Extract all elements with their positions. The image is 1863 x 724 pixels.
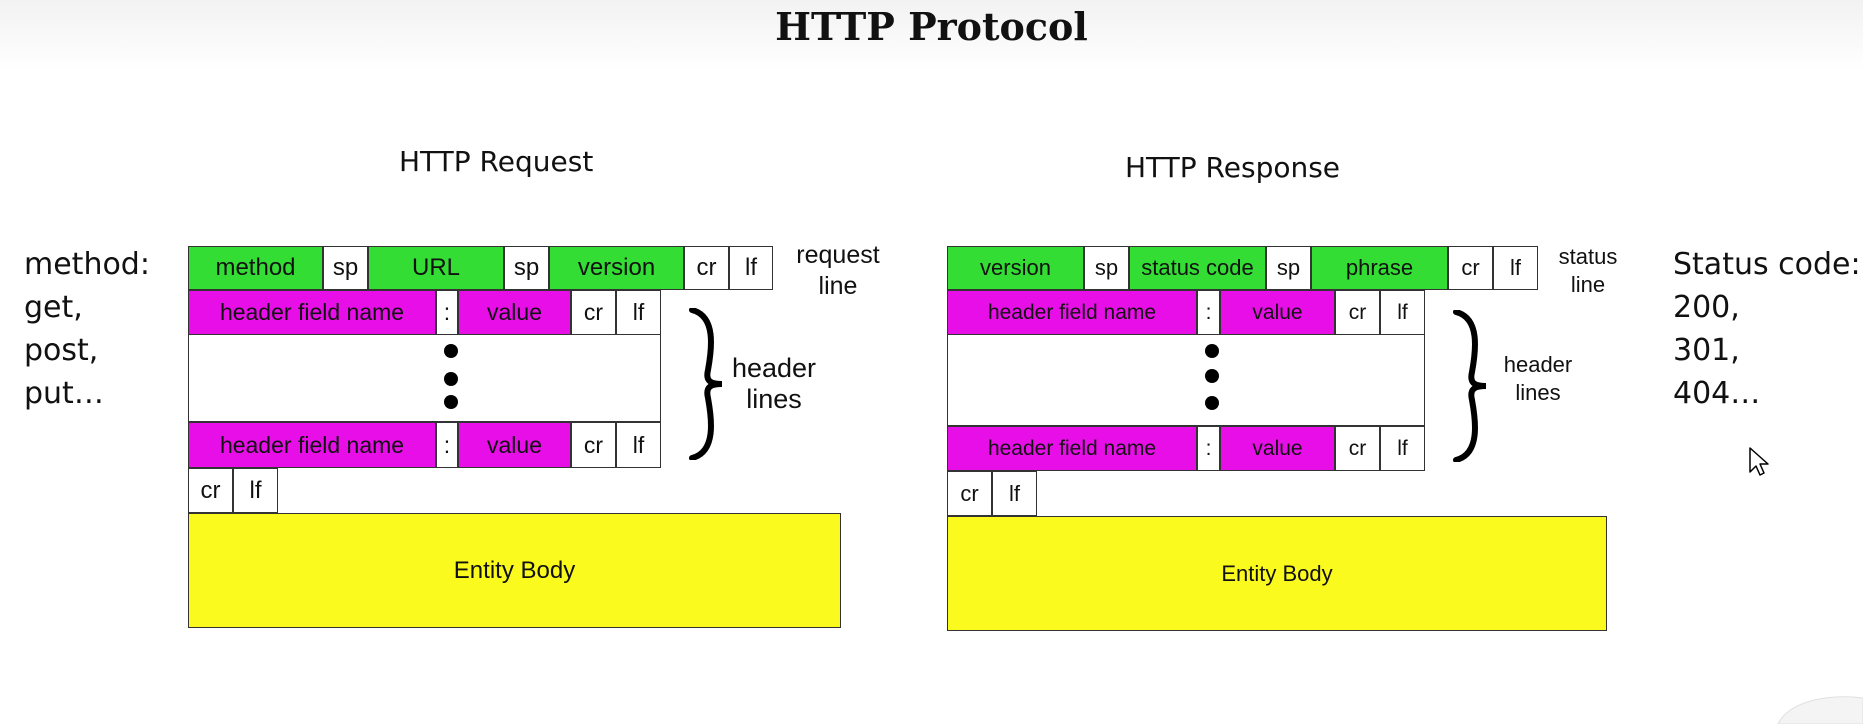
version-field: version: [549, 246, 684, 290]
lf-field: lf: [1380, 426, 1425, 471]
ellipsis-dot: [1205, 344, 1219, 358]
header-value: value: [1220, 290, 1335, 335]
header-field-name: header field name: [188, 290, 436, 335]
cr-field: cr: [571, 290, 616, 335]
methods-line: post,: [24, 333, 99, 368]
version-field: version: [947, 246, 1084, 290]
label-line: line: [818, 272, 858, 300]
label-line: header: [731, 353, 817, 383]
request-header-label: header lines: [718, 353, 830, 415]
header-value: value: [1220, 426, 1335, 471]
cr-field: cr: [1448, 246, 1493, 290]
status-code-line: 404…: [1673, 376, 1761, 411]
cr-field: cr: [947, 471, 992, 516]
label-line: request: [796, 241, 880, 269]
label-line: header: [1503, 352, 1573, 377]
phrase-field: phrase: [1311, 246, 1448, 290]
methods-line: method:: [24, 247, 150, 282]
header-field-name: header field name: [947, 426, 1197, 471]
cr-field: cr: [1335, 426, 1380, 471]
label-line: status: [1558, 244, 1618, 269]
status-code-line: Status code:: [1673, 247, 1861, 282]
request-line-label: request line: [778, 240, 898, 302]
cr-field: cr: [684, 246, 729, 290]
header-lines-brace: [689, 308, 723, 460]
methods-line: get,: [24, 290, 83, 325]
status-code-field: status code: [1129, 246, 1266, 290]
sp-field: sp: [1266, 246, 1311, 290]
request-heading: HTTP Request: [399, 145, 594, 178]
cr-field: cr: [1335, 290, 1380, 335]
header-value: value: [458, 290, 571, 335]
lf-field: lf: [616, 422, 661, 468]
sp-field: sp: [504, 246, 549, 290]
header-lines-brace: [1453, 310, 1487, 462]
colon-field: :: [436, 290, 458, 335]
header-field-name: header field name: [188, 422, 436, 468]
page-title: HTTP Protocol: [775, 4, 1088, 49]
lf-field: lf: [1380, 290, 1425, 335]
header-field-name: header field name: [947, 290, 1197, 335]
entity-body: Entity Body: [188, 513, 841, 628]
lf-field: lf: [992, 471, 1037, 516]
sp-field: sp: [323, 246, 368, 290]
mouse-pointer-icon: [1749, 447, 1769, 476]
ellipsis-dot: [1205, 369, 1219, 383]
methods-line: put…: [24, 376, 104, 411]
colon-field: :: [1197, 290, 1220, 335]
methods-list: method: get, post, put…: [24, 243, 150, 415]
ellipsis-dot: [1205, 396, 1219, 410]
header-value: value: [458, 422, 571, 468]
lf-field: lf: [233, 468, 278, 513]
status-code-line: 301,: [1673, 333, 1740, 368]
status-codes-list: Status code: 200, 301, 404…: [1673, 243, 1861, 415]
label-line: lines: [746, 384, 802, 414]
lf-field: lf: [616, 290, 661, 335]
ellipsis-dot: [444, 344, 458, 358]
colon-field: :: [1197, 426, 1220, 471]
corner-decoration: [1777, 696, 1863, 724]
sp-field: sp: [1084, 246, 1129, 290]
url-field: URL: [368, 246, 504, 290]
colon-field: :: [436, 422, 458, 468]
status-line-label: status line: [1538, 243, 1638, 299]
ellipsis-dot: [444, 372, 458, 386]
title-bar: [0, 0, 1863, 70]
lf-field: lf: [729, 246, 773, 290]
cr-field: cr: [571, 422, 616, 468]
ellipsis-dot: [444, 395, 458, 409]
response-header-label: header lines: [1488, 351, 1588, 407]
label-line: lines: [1515, 380, 1561, 405]
entity-body: Entity Body: [947, 516, 1607, 631]
cr-field: cr: [188, 468, 233, 513]
response-heading: HTTP Response: [1125, 151, 1341, 184]
label-line: line: [1570, 272, 1606, 297]
method-field: method: [188, 246, 323, 290]
status-code-line: 200,: [1673, 290, 1740, 325]
lf-field: lf: [1493, 246, 1538, 290]
